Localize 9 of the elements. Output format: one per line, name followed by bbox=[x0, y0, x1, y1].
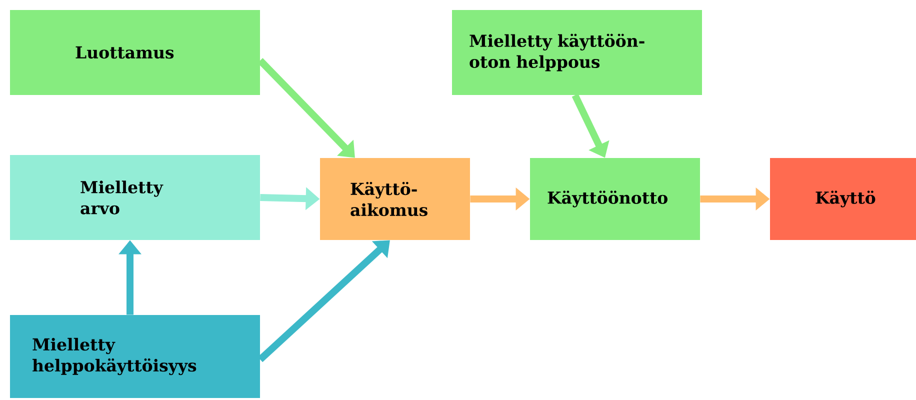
process-box: Käyttö-aikomus bbox=[320, 158, 470, 240]
process-box: Mielletty helppokäyttöisyys bbox=[10, 315, 260, 398]
arrow bbox=[258, 58, 355, 158]
arrow bbox=[258, 240, 390, 362]
process-box: Mielletty arvo bbox=[10, 155, 260, 240]
process-box: Luottamus bbox=[10, 10, 260, 95]
process-box: Käyttö bbox=[770, 158, 916, 240]
process-box: Käyttöönotto bbox=[530, 158, 700, 240]
process-box: Mielletty käyttöön-oton helppous bbox=[452, 10, 702, 95]
